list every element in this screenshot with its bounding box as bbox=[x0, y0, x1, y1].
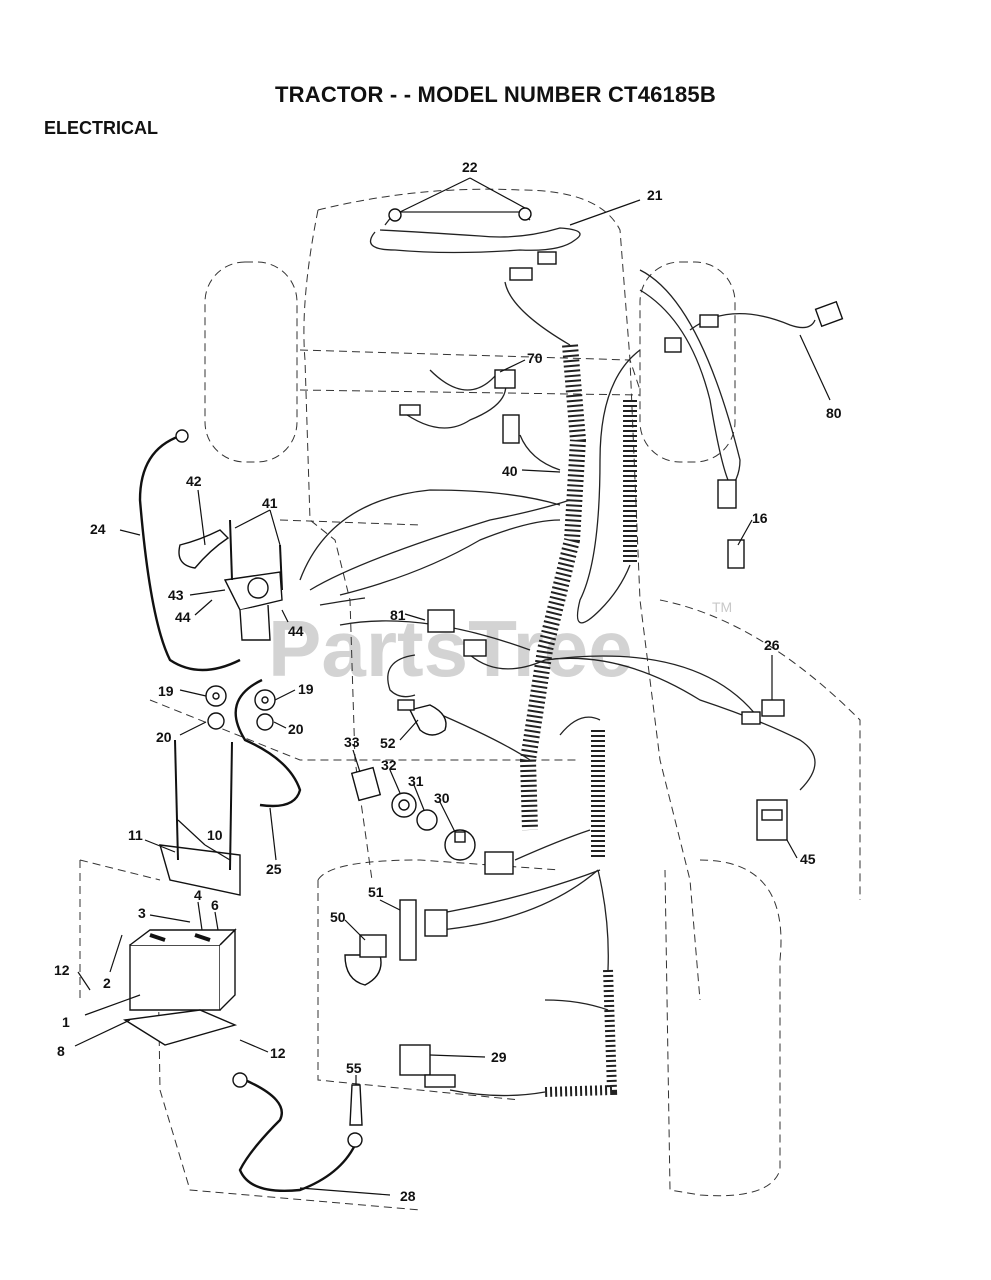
callout-19-left: 19 bbox=[158, 683, 174, 699]
components bbox=[122, 207, 844, 1148]
callout-42: 42 bbox=[186, 473, 202, 489]
harness-coils bbox=[519, 344, 637, 1097]
callout-4: 4 bbox=[194, 887, 202, 903]
callout-24: 24 bbox=[90, 521, 106, 537]
callout-40: 40 bbox=[502, 463, 518, 479]
callout-12-right: 12 bbox=[270, 1045, 286, 1061]
callout-70: 70 bbox=[527, 350, 543, 366]
callout-28: 28 bbox=[400, 1188, 416, 1204]
section-heading: ELECTRICAL bbox=[44, 118, 158, 138]
callout-44-right: 44 bbox=[288, 623, 304, 639]
callout-26: 26 bbox=[764, 637, 780, 653]
callout-44-left: 44 bbox=[175, 609, 191, 625]
callout-1: 1 bbox=[62, 1014, 70, 1030]
callout-50: 50 bbox=[330, 909, 346, 925]
callout-31: 31 bbox=[408, 773, 424, 789]
callout-43: 43 bbox=[168, 587, 184, 603]
callout-51: 51 bbox=[368, 884, 384, 900]
callout-20-right: 20 bbox=[288, 721, 304, 737]
callout-52: 52 bbox=[380, 735, 396, 751]
callout-33: 33 bbox=[344, 734, 360, 750]
callout-25: 25 bbox=[266, 861, 282, 877]
callout-3: 3 bbox=[138, 905, 146, 921]
cable-25 bbox=[234, 678, 302, 808]
callout-10: 10 bbox=[207, 827, 223, 843]
callout-45: 45 bbox=[800, 851, 816, 867]
callout-29: 29 bbox=[491, 1049, 507, 1065]
callout-19-right: 19 bbox=[298, 681, 314, 697]
callout-11: 11 bbox=[128, 827, 143, 843]
callout-20-left: 20 bbox=[156, 729, 172, 745]
cable-24 bbox=[138, 434, 241, 672]
callout-labels: 22 21 70 80 40 16 42 41 24 43 44 44 81 2… bbox=[54, 159, 842, 1204]
leader-lines bbox=[74, 177, 831, 1196]
callout-12-left: 12 bbox=[54, 962, 70, 978]
callout-6: 6 bbox=[211, 897, 219, 913]
callout-81: 81 bbox=[390, 607, 406, 623]
cable-28 bbox=[238, 1078, 357, 1192]
callout-41: 41 bbox=[262, 495, 278, 511]
battery-cables bbox=[138, 434, 357, 1192]
tractor-outline bbox=[79, 188, 861, 1211]
callout-8: 8 bbox=[57, 1043, 65, 1059]
callout-30: 30 bbox=[434, 790, 450, 806]
callout-55: 55 bbox=[346, 1060, 362, 1076]
callout-16: 16 bbox=[752, 510, 768, 526]
watermark-trademark: TM bbox=[712, 599, 732, 615]
callout-2: 2 bbox=[103, 975, 111, 991]
page-title: TRACTOR - - MODEL NUMBER CT46185B bbox=[275, 82, 716, 107]
callout-32: 32 bbox=[381, 757, 397, 773]
callout-21: 21 bbox=[647, 187, 663, 203]
callout-80: 80 bbox=[826, 405, 842, 421]
callout-22: 22 bbox=[462, 159, 478, 175]
